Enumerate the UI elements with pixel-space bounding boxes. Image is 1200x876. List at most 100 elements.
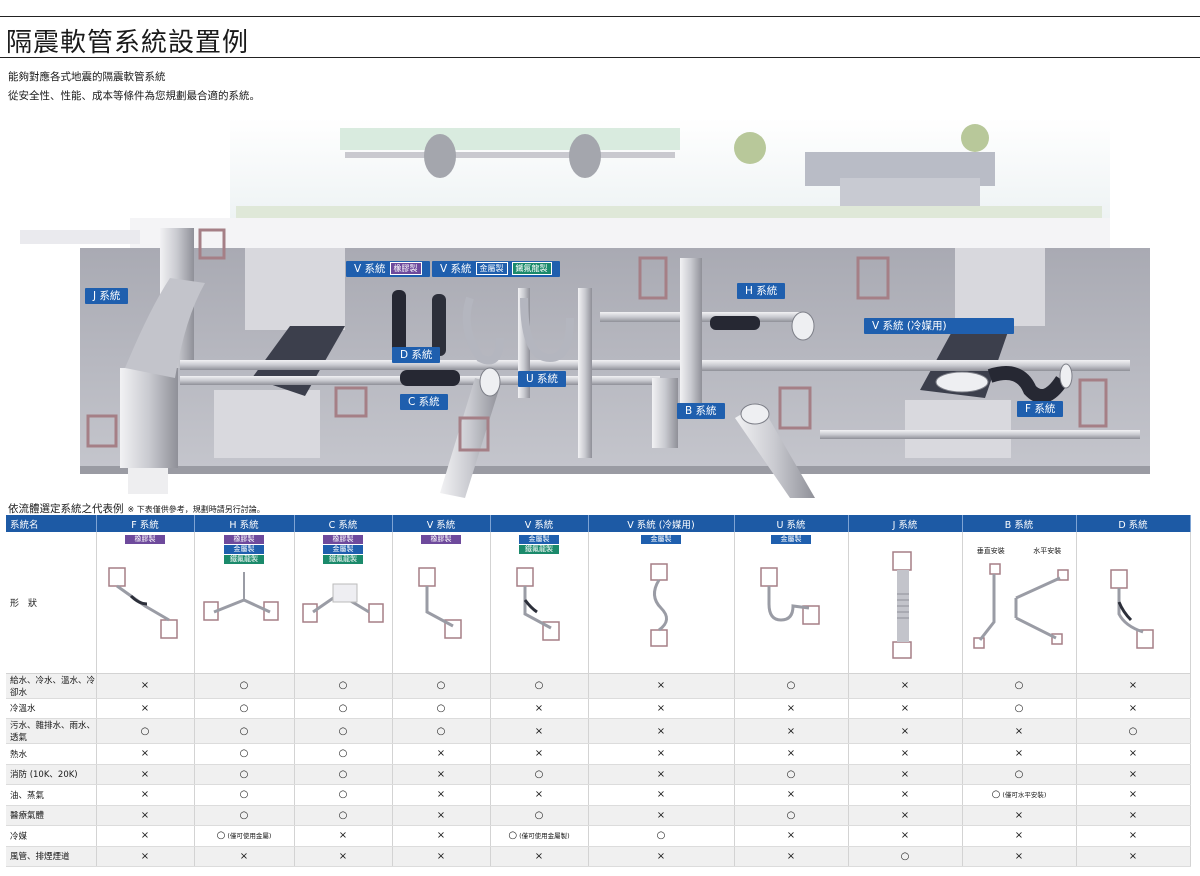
table-row: 油、蒸氣 × ○ ○ × × × × × ○(僅可水平安裝) × (6, 784, 1191, 806)
cell: ○ (734, 764, 849, 785)
row-label: 污水、雜排水、雨水、透氣 (6, 718, 97, 744)
tag-f-system: F 系統 (1017, 401, 1064, 417)
shape-v-refrigerant: 金屬製 (588, 532, 735, 674)
header-d: D 系統 (1076, 515, 1191, 532)
header-c: C 系統 (294, 515, 393, 532)
cell: ○ (96, 718, 195, 744)
cell: × (1076, 846, 1191, 867)
material-badge: 金屬製 (224, 545, 264, 554)
cell: ○ (194, 673, 295, 699)
row-label: 熱水 (6, 743, 97, 765)
cell: × (848, 743, 963, 765)
selection-note: ※ 下表僅供參考，規劃時請另行討論。 (127, 505, 265, 514)
cell: × (1076, 805, 1191, 826)
cell: × (848, 805, 963, 826)
cell-value: ○ (991, 789, 1001, 801)
cell: × (96, 743, 195, 765)
cell: × (96, 805, 195, 826)
shape-row: 形 狀 橡膠製 橡膠製金屬製鐵氟龍製 橡膠製金屬製鐵氟龍製 橡膠製 金屬製鐵氟龍… (6, 532, 1191, 674)
cell: × (734, 718, 849, 744)
cell: ○ (392, 718, 491, 744)
header-h: H 系統 (194, 515, 295, 532)
cell: ○ (734, 805, 849, 826)
cell: ○(僅可水平安裝) (962, 784, 1077, 806)
cell: × (848, 698, 963, 719)
cell-note: (僅可水平安裝) (1002, 791, 1047, 800)
table-row: 消防 (10K、20K) × ○ ○ × ○ × ○ × ○ × (6, 764, 1191, 785)
selection-heading: 依流體選定系統之代表例 (8, 503, 124, 515)
material-badge: 金屬製 (519, 535, 559, 544)
shape-h: 橡膠製金屬製鐵氟龍製 (194, 532, 295, 674)
table-row: 醫療氣體 × ○ ○ × ○ × ○ × × × (6, 805, 1191, 826)
cell: × (588, 784, 735, 806)
row-label: 冷媒 (6, 825, 97, 847)
cell: ○ (294, 805, 393, 826)
b-horizontal-label: 水平安裝 (1033, 547, 1062, 555)
material-badge: 橡膠製 (323, 535, 363, 544)
intro-line-2: 從安全性、性能、成本等條件為您規劃最合適的系統。 (8, 90, 260, 102)
cell: ○ (294, 698, 393, 719)
cell: ○ (588, 825, 735, 847)
cell: ○ (392, 698, 491, 719)
tag-v2-material-steel: 鐵氟龍製 (511, 262, 552, 275)
cell: × (294, 825, 393, 847)
cell: ○ (490, 805, 589, 826)
material-badge: 鐵氟龍製 (323, 555, 363, 564)
cell: × (490, 718, 589, 744)
b-vertical-label: 垂直安裝 (976, 547, 1005, 555)
j-system-diagram (892, 551, 912, 659)
shape-u: 金屬製 (734, 532, 849, 674)
material-badge: 橡膠製 (224, 535, 264, 544)
cell: × (734, 846, 849, 867)
row-label: 醫療氣體 (6, 805, 97, 826)
row-label: 冷溫水 (6, 698, 97, 719)
material-badge: 金屬製 (641, 535, 681, 544)
table-row: 冷媒 × ○(僅可使用金屬) × × ○(僅可使用金屬製) ○ × × × × (6, 825, 1191, 847)
table-row: 冷溫水 × ○ ○ ○ × × × × ○ × (6, 698, 1191, 719)
cell: × (588, 805, 735, 826)
row-label: 消防 (10K、20K) (6, 764, 97, 785)
cell: × (490, 698, 589, 719)
cell: × (194, 846, 295, 867)
header-corner: 系統名 (6, 515, 97, 532)
cell: × (490, 743, 589, 765)
material-badge: 鐵氟龍製 (224, 555, 264, 564)
row-label: 給水、冷水、溫水、冷卻水 (6, 673, 97, 699)
shape-b: 垂直安裝 水平安裝 (962, 532, 1077, 674)
tag-u-system: U 系統 (518, 371, 567, 387)
cell: ○ (1076, 718, 1191, 744)
tag-v1-label: V 系統 (354, 263, 386, 275)
header-v1: V 系統 (392, 515, 491, 532)
cell: × (392, 846, 491, 867)
cell: ○ (294, 673, 393, 699)
header-v2: V 系統 (490, 515, 589, 532)
cell: × (588, 764, 735, 785)
shape-row-label: 形 狀 (6, 532, 97, 674)
cell: × (96, 673, 195, 699)
installation-illustration: J 系統 V 系統橡膠製 V 系統金屬製鐵氟龍製 D 系統 C 系統 U 系統 … (0, 118, 1200, 498)
shape-v2: 金屬製鐵氟龍製 (490, 532, 589, 674)
header-v-refrigerant: V 系統 (冷媒用) (588, 515, 735, 532)
material-badge: 橡膠製 (125, 535, 165, 544)
cell: × (1076, 673, 1191, 699)
tag-h-system: H 系統 (737, 283, 786, 299)
cell: × (392, 805, 491, 826)
cell: × (962, 846, 1077, 867)
table-row: 風管、排煙煙道 × × × × × × × ○ × × (6, 846, 1191, 867)
cell: ○ (962, 673, 1077, 699)
table-row: 熱水 × ○ ○ × × × × × × × (6, 743, 1191, 765)
cell: × (962, 805, 1077, 826)
cell-value: ○ (216, 830, 226, 842)
selection-table: 系統名 F 系統 H 系統 C 系統 V 系統 V 系統 V 系統 (冷媒用) … (6, 515, 1191, 867)
cell: × (392, 764, 491, 785)
f-system-diagram (108, 567, 178, 639)
cell: × (588, 718, 735, 744)
cell: ○ (962, 698, 1077, 719)
cell: × (1076, 743, 1191, 765)
cell: ○ (194, 805, 295, 826)
shape-v1: 橡膠製 (392, 532, 491, 674)
material-badge: 金屬製 (323, 545, 363, 554)
page-title: 隔震軟管系統設置例 (6, 28, 250, 58)
cell: × (734, 784, 849, 806)
b-system-diagram (973, 563, 1069, 649)
